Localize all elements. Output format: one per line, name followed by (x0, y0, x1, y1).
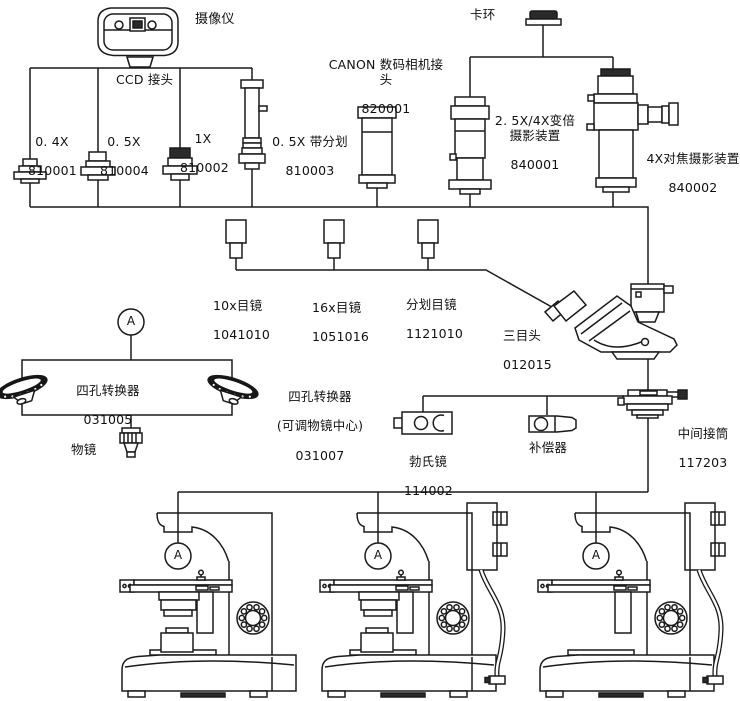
canon-adapter-code: 820001 (361, 101, 411, 116)
bertrand-lens-name: 勃氏镜 (408, 453, 448, 469)
trinocular-head-name: 三目头 (503, 327, 542, 343)
snap-ring-icon (525, 10, 562, 26)
label-canon-adapter: CANON 数码相机接头 820001 (325, 43, 447, 132)
eyepiece-16x-code: 1051016 (312, 329, 370, 345)
adapter-0-5x-code: 810004 (100, 163, 149, 179)
marker-a-microscope-2: A (373, 548, 383, 562)
adapter-1x-name: 1X (194, 130, 212, 146)
label-bertrand-lens: 勃氏镜 114002 (404, 440, 453, 514)
label-adapter-0-5x: 0. 5X 810004 (100, 120, 149, 194)
adapter-0-5x-reticle-icon (238, 79, 268, 170)
label-nosepiece-adjustable: 四孔转换器 (可调物镜中心) 031007 (271, 375, 369, 478)
label-eyepiece-10x: 10x目镜 1041010 (213, 284, 270, 358)
focus-photo-device-name: 4X对焦摄影装置 (646, 150, 740, 166)
label-camera: 摄像仪 (195, 12, 235, 27)
adapter-1x-icon (162, 147, 198, 181)
label-ccd-joint: CCD 接头 (116, 72, 174, 87)
zoom-photo-device-name: 2. 5X/4X变倍 摄影装置 (494, 112, 576, 143)
camera-icon (97, 7, 179, 68)
marker-a-microscope-3: A (591, 548, 601, 562)
adapter-0-4x-code: 810001 (28, 163, 77, 179)
marker-circles (117, 308, 610, 570)
adapter-0-4x-name: 0. 4X (35, 133, 69, 149)
nosepiece-adjustable-turret-icon (207, 374, 259, 405)
eyepiece-10x-icon (225, 219, 247, 259)
label-adapter-1x: 1X 810002 (180, 117, 229, 191)
compensator-icon (528, 415, 577, 433)
microscope-3 (537, 502, 726, 698)
adapter-0-5x-reticle-code: 810003 (285, 163, 335, 179)
label-objective: 物镜 (71, 442, 97, 457)
label-zoom-photo-device: 2. 5X/4X变倍 摄影装置 840001 (493, 99, 577, 188)
label-adapter-0-4x: 0. 4X 810001 (28, 120, 77, 194)
marker-a-microscope-1: A (173, 548, 183, 562)
trinocular-head-code: 012015 (503, 357, 552, 373)
trinocular-head-icon (543, 283, 678, 360)
canon-adapter-name: CANON 数码相机接头 (328, 56, 444, 87)
zoom-photo-device-icon (448, 96, 492, 195)
label-trinocular-head: 三目头 012015 (503, 314, 552, 388)
eyepiece-reticle-code: 1121010 (406, 326, 464, 342)
nosepiece-code: 031005 (83, 412, 133, 428)
label-eyepiece-reticle: 分划目镜 1121010 (406, 283, 463, 357)
label-compensator: 补偿器 (529, 440, 568, 455)
adapter-0-5x-reticle-name: 0. 5X 带分划 (272, 133, 348, 149)
zoom-photo-device-code: 840001 (510, 157, 560, 172)
eyepiece-10x-name: 10x目镜 (213, 297, 263, 313)
adapter-0-4x-icon (13, 158, 47, 184)
label-adapter-0-5x-reticle: 0. 5X 带分划 810003 (266, 120, 354, 194)
intermediate-tube-code: 117203 (678, 455, 728, 471)
marker-a-nosepiece: A (126, 314, 136, 328)
canon-adapter-icon (357, 106, 397, 189)
eyepiece-16x-name: 16x目镜 (312, 299, 362, 315)
nosepiece-adjustable-name: 四孔转换器 (288, 388, 352, 404)
label-nosepiece: 四孔转换器 031005 (66, 369, 150, 443)
microscope-2 (319, 502, 508, 698)
eyepiece-10x-code: 1041010 (213, 327, 271, 343)
objective-icon (119, 427, 143, 458)
bertrand-lens-code: 114002 (404, 483, 453, 499)
focus-photo-device-icon (586, 68, 679, 193)
eyepiece-16x-icon (323, 219, 345, 259)
nosepiece-turret-icon (0, 374, 48, 405)
label-snap-ring: 卡环 (470, 7, 496, 22)
intermediate-tube-icon (617, 389, 688, 419)
focus-photo-device-code: 840002 (668, 180, 718, 196)
label-focus-photo-device: 4X对焦摄影装置 840002 (646, 137, 740, 211)
nosepiece-adjustable-sub: (可调物镜中心) (276, 418, 364, 434)
label-intermediate-tube: 中间接筒 117203 (675, 412, 731, 486)
eyepiece-reticle-name: 分划目镜 (406, 296, 457, 312)
microscope-1 (119, 512, 297, 698)
adapter-0-5x-name: 0. 5X (107, 133, 141, 149)
bertrand-lens-icon (393, 411, 453, 435)
nosepiece-name: 四孔转换器 (76, 382, 140, 398)
nosepiece-adjustable-code: 031007 (295, 447, 345, 463)
eyepiece-reticle-icon (417, 219, 439, 259)
label-eyepiece-16x: 16x目镜 1051016 (312, 286, 369, 360)
adapter-1x-code: 810002 (180, 160, 229, 176)
intermediate-tube-name: 中间接筒 (677, 425, 729, 441)
adapter-0-5x-icon (80, 151, 116, 181)
